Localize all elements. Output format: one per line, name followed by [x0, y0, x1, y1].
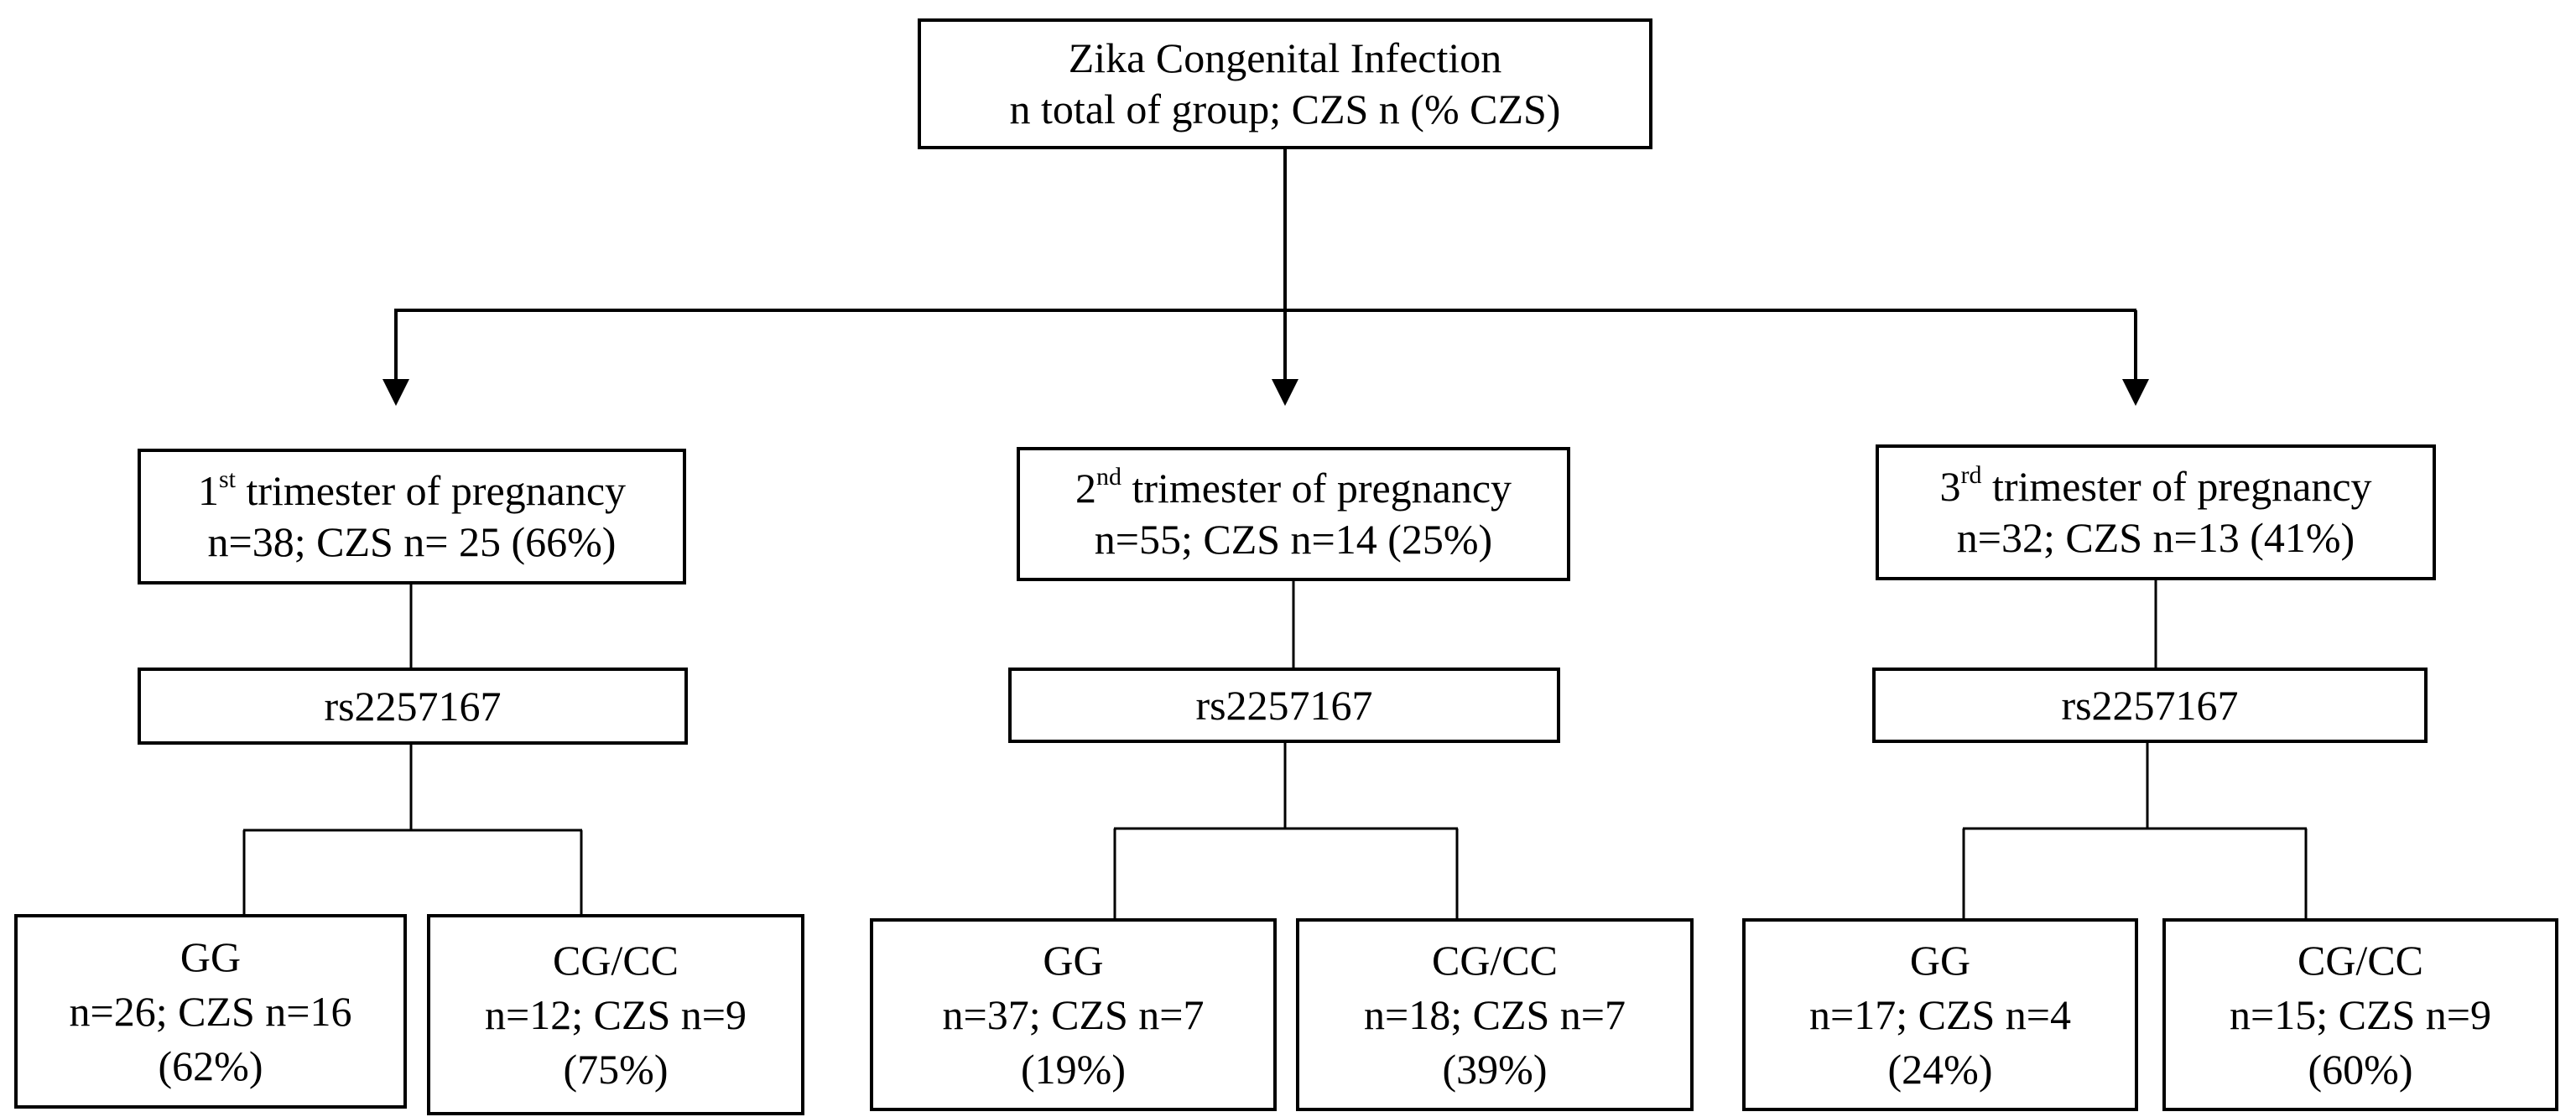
trimester-3-gg-node: GG n=17; CZS n=4 (24%) [1742, 918, 2138, 1111]
trimester-1-gg-name: GG [180, 933, 242, 980]
trimester-3-stats: n=32; CZS n=13 (41%) [1956, 514, 2355, 561]
trimester-2-gg-pct: (19%) [1021, 1045, 1126, 1093]
trimester-3-gg-stats: n=17; CZS n=4 [1809, 990, 2071, 1038]
trimester-2-title: 2nd trimester of pregnancy [1075, 463, 1512, 512]
root-title: Zika Congenital Infection [1068, 34, 1502, 81]
trimester-1-cgcc-name: CG/CC [552, 936, 679, 984]
trimester-1-node: 1st trimester of pregnancy n=38; CZS n= … [138, 449, 686, 584]
trimester-1-cgcc-stats: n=12; CZS n=9 [485, 990, 747, 1038]
trimester-1-title: 1st trimester of pregnancy [197, 465, 627, 515]
trimester-2-node: 2nd trimester of pregnancy n=55; CZS n=1… [1017, 447, 1570, 581]
trimester-2-gg-node: GG n=37; CZS n=7 (19%) [870, 918, 1277, 1111]
trimester-1-gg-node: GG n=26; CZS n=16 (62%) [14, 914, 407, 1109]
trimester-1-cgcc-pct: (75%) [563, 1045, 669, 1093]
trimester-2-stats: n=55; CZS n=14 (25%) [1094, 516, 1493, 563]
root-node: Zika Congenital Infection n total of gro… [918, 18, 1652, 149]
trimester-2-cgcc-pct: (39%) [1442, 1045, 1548, 1093]
trimester-3-cgcc-name: CG/CC [2297, 936, 2424, 984]
trimester-1-stats: n=38; CZS n= 25 (66%) [207, 518, 617, 565]
trimester-1-snp-label: rs2257167 [324, 682, 502, 730]
trimester-3-snp-label: rs2257167 [2061, 681, 2239, 729]
trimester-2-snp-node: rs2257167 [1008, 668, 1560, 743]
trimester-3-node: 3rd trimester of pregnancy n=32; CZS n=1… [1876, 444, 2436, 580]
trimester-3-title: 3rd trimester of pregnancy [1939, 461, 2372, 511]
trimester-3-gg-pct: (24%) [1887, 1045, 1993, 1093]
trimester-1-gg-stats: n=26; CZS n=16 [69, 987, 352, 1035]
root-subtitle: n total of group; CZS n (% CZS) [1009, 86, 1561, 132]
trimester-3-cgcc-node: CG/CC n=15; CZS n=9 (60%) [2162, 918, 2558, 1111]
trimester-2-snp-label: rs2257167 [1195, 681, 1373, 729]
trimester-3-cgcc-pct: (60%) [2308, 1045, 2413, 1093]
trimester-1-snp-node: rs2257167 [138, 668, 688, 745]
trimester-2-cgcc-stats: n=18; CZS n=7 [1364, 990, 1626, 1038]
trimester-3-snp-node: rs2257167 [1872, 668, 2428, 743]
trimester-2-gg-name: GG [1043, 936, 1104, 984]
trimester-3-cgcc-stats: n=15; CZS n=9 [2230, 990, 2491, 1038]
trimester-2-gg-stats: n=37; CZS n=7 [942, 990, 1205, 1038]
trimester-2-cgcc-node: CG/CC n=18; CZS n=7 (39%) [1296, 918, 1694, 1111]
trimester-1-gg-pct: (62%) [158, 1042, 263, 1089]
trimester-1-cgcc-node: CG/CC n=12; CZS n=9 (75%) [427, 914, 804, 1115]
trimester-2-cgcc-name: CG/CC [1431, 936, 1559, 984]
trimester-3-gg-name: GG [1909, 936, 1971, 984]
